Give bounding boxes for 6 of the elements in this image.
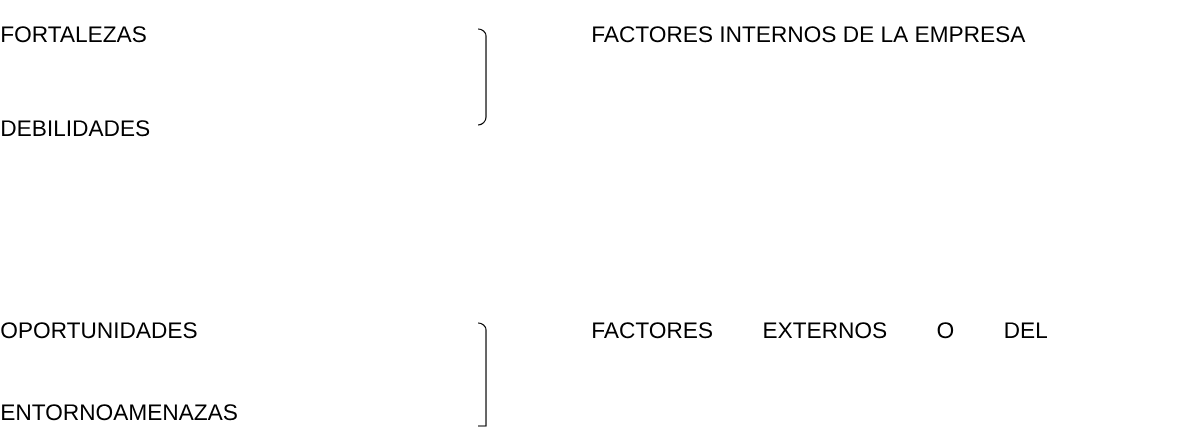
label-text: OPORTUNIDADES — [1, 322, 197, 339]
label-text: DEBILIDADES — [2, 120, 150, 137]
label-text: FORTALEZAS — [2, 26, 146, 43]
label-text: FACTORES EXTERNOS O DEL — [593, 322, 1047, 339]
label-text: ENTORNOAMENAZAS — [2, 404, 237, 421]
label-text: FACTORES INTERNOS DE LA EMPRESA — [593, 26, 1026, 43]
